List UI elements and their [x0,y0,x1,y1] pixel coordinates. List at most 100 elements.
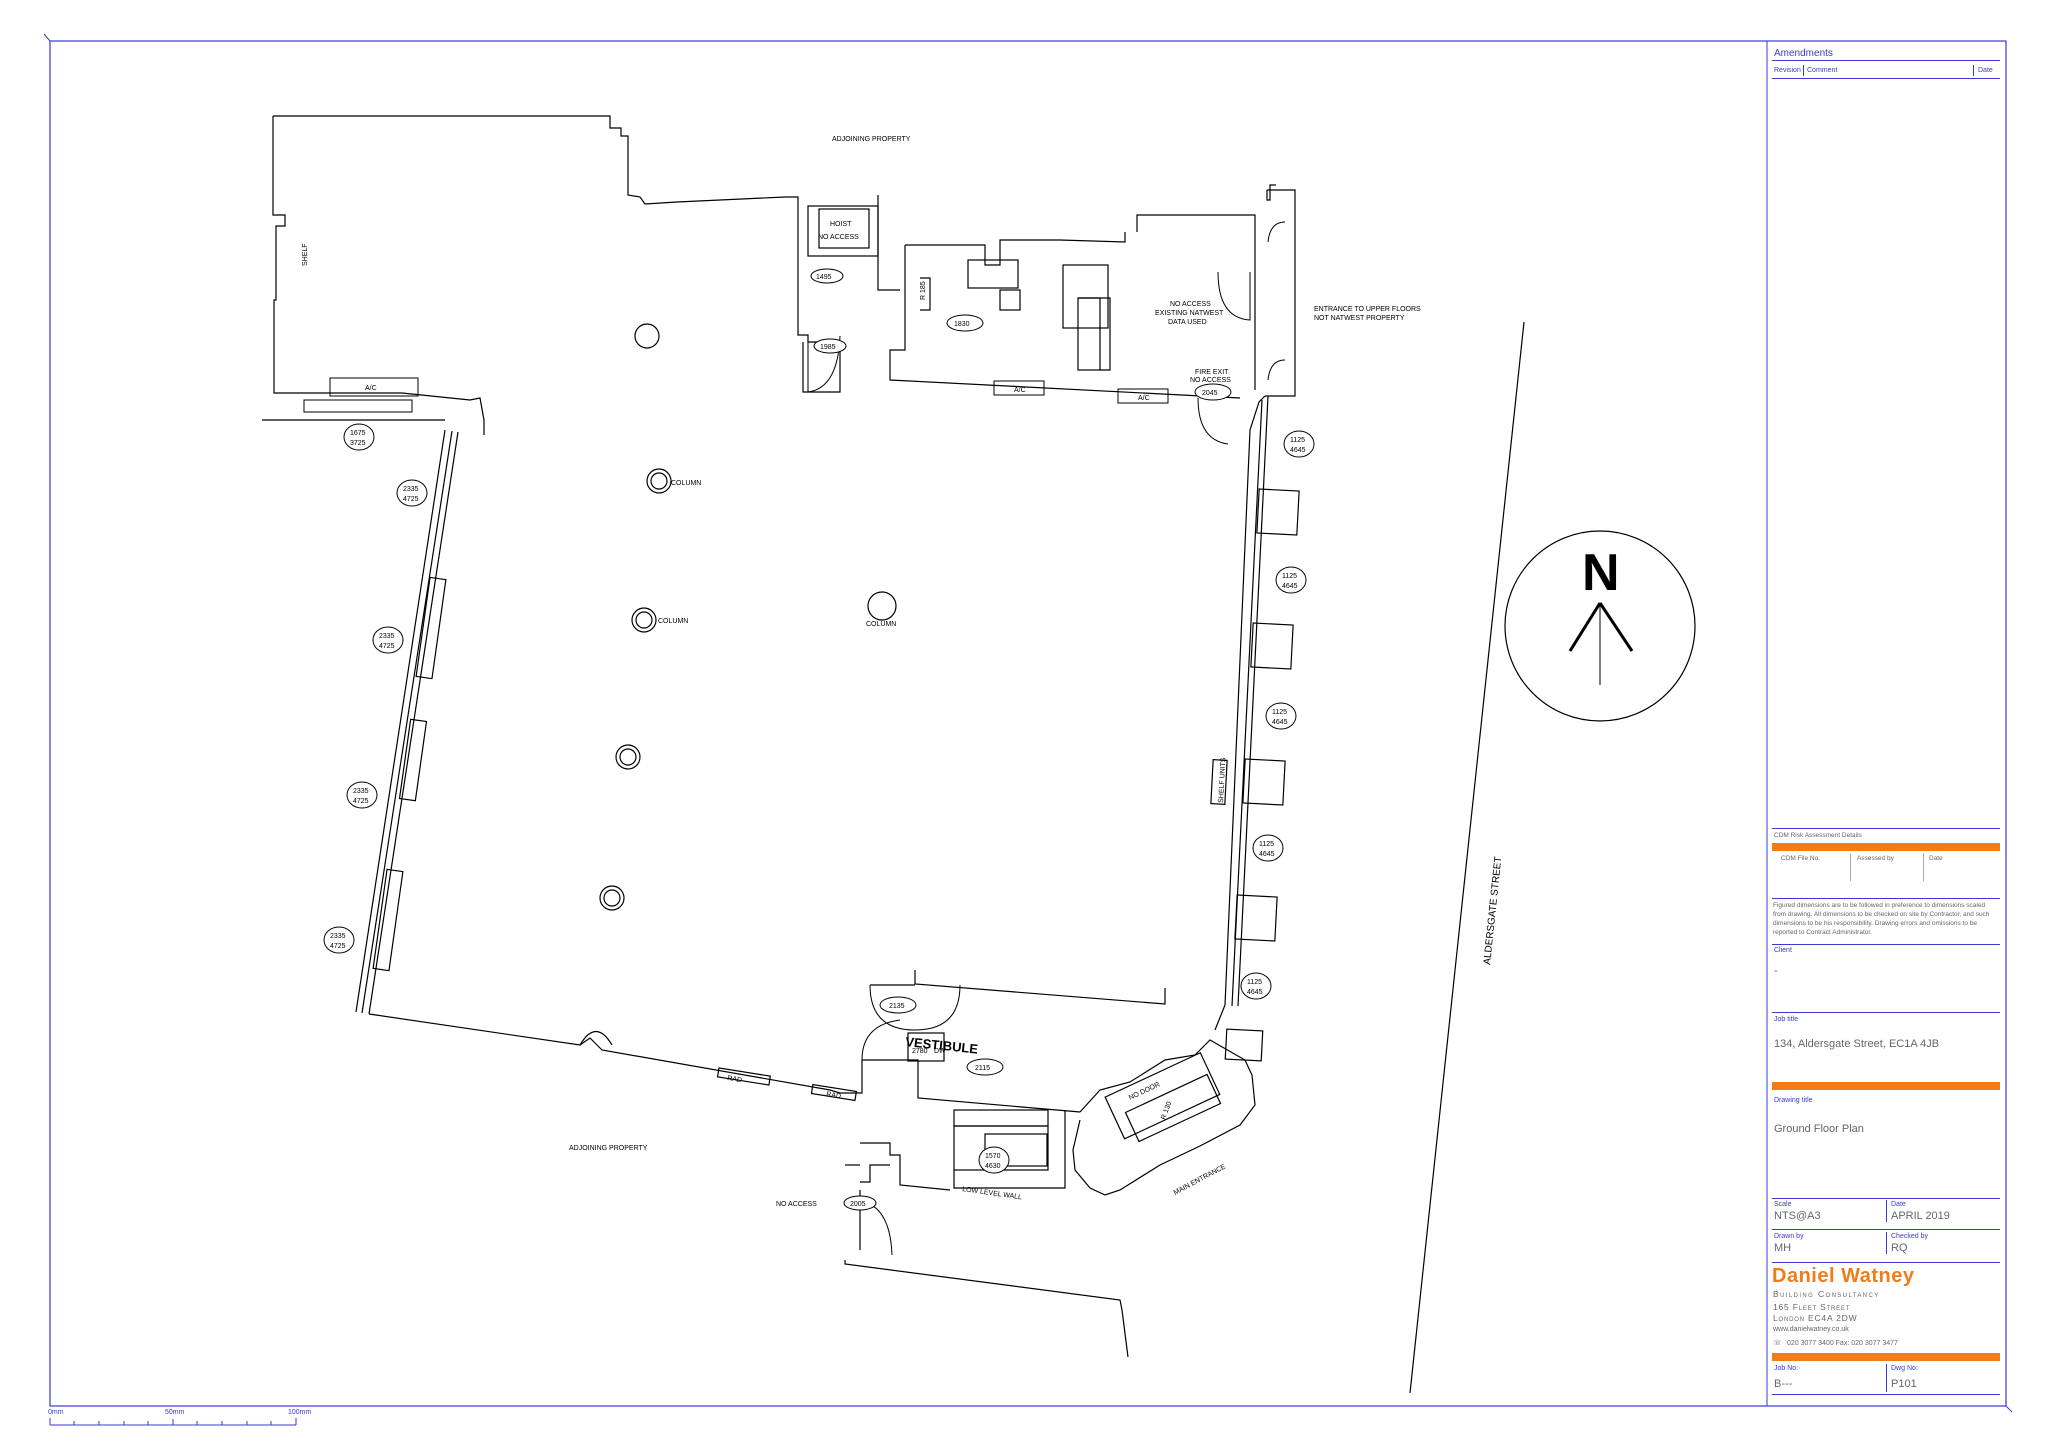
dim-window-left-2a: 2335 [403,486,419,493]
phone-icon: ☏ [1773,1340,1782,1347]
label-column-2: COLUMN [658,618,688,625]
corner-tick [2005,1405,2013,1413]
cdm-bottom-rule [1772,898,2000,899]
cdm-accent-bar [1772,843,2000,851]
assessed-by-label: Assessed by [1857,855,1894,862]
dimensions-note: Figured dimensions are to be followed in… [1773,902,1990,936]
drawn-by-label: Drawn by [1774,1233,1804,1240]
scale-value: NTS@A3 [1774,1210,1821,1222]
footer-accent-bar [1772,1353,2000,1361]
client-rule [1772,1012,2000,1013]
dim-window-right-3a: 1125 [1272,709,1287,716]
job-title-label: Job title [1774,1016,1799,1023]
job-no-label: Job No: [1774,1365,1799,1372]
dim-window-left-5b: 4725 [330,943,346,950]
label-no-access: NO ACCESS [1170,301,1211,308]
label-data-used: DATA USED [1168,319,1207,326]
label-main-entrance: MAIN ENTRANCE [1173,1163,1228,1197]
amendments-rule [1772,78,2000,79]
dim-window-left-3b: 4725 [379,643,395,650]
dim-window-left-2b: 4725 [403,496,419,503]
label-entrance-upper: ENTRANCE TO UPPER FLOORS [1314,306,1421,313]
dim-window-left-3a: 2335 [379,633,395,640]
dim-2135: 2135 [889,1003,905,1010]
date-label: Date [1891,1201,1906,1208]
scale-divider [1886,1200,1887,1222]
cdm-heading: CDM Risk Assessment Details [1774,832,1862,839]
label-rad-1: RAD [727,1075,743,1084]
date-column: Date [1978,67,1993,74]
column-rule [1973,65,1974,76]
cdm-file-label: CDM File No. [1781,855,1821,862]
building-walls [262,115,1300,1358]
dim-window-right-4b: 4645 [1259,851,1275,858]
checked-by-value: RQ [1891,1242,1908,1254]
company-address-1: 165 Fleet Street [1773,1302,1851,1312]
dim-fire-exit: 2045 [1202,390,1218,397]
column-rule [1803,65,1804,76]
dim-window-right-5b: 4645 [1247,989,1263,996]
drawing-title-value: Ground Floor Plan [1774,1123,1864,1135]
dimension-tags [323,268,1315,1211]
company-website[interactable]: www.danielwatney.co.uk [1773,1326,1849,1333]
dim-window-left-4a: 2335 [353,788,369,795]
label-rad-2: RAD [826,1091,842,1100]
dim-window-left-4b: 4725 [353,798,369,805]
label-shelf-units: SHELF UNITS [1218,757,1227,803]
label-adjoining-bottom: ADJOINING PROPERTY [569,1145,648,1152]
comment-column: Comment [1807,67,1838,74]
scale-label: Scale [1774,1201,1792,1208]
company-tagline: Building Consultancy [1773,1289,1880,1299]
dim-window-right-5a: 1125 [1247,979,1262,986]
label-hoist-no-access: NO ACCESS [818,234,859,241]
dim-window-right-3b: 4645 [1272,719,1288,726]
job-no-value: B--- [1774,1378,1793,1390]
job-divider [1886,1364,1887,1392]
company-address-2: London EC4A 2DW [1773,1313,1858,1323]
street-kerb-line [1409,321,1525,1394]
drawing-title-label: Drawing title [1774,1097,1813,1104]
label-shelf: SHELF [302,243,309,266]
label-no-access-bottom: NO ACCESS [776,1201,817,1208]
dim-window-left-1a: 1675 [350,430,366,437]
dim-window-right-1b: 4645 [1290,447,1306,454]
corner-tick [43,33,51,42]
client-value: - [1774,965,1778,977]
drawn-by-value: MH [1774,1242,1792,1254]
amendments-rule [1772,60,2000,61]
scale-label-50: 50mm [165,1409,185,1416]
dim-2005: 2005 [850,1201,866,1208]
label-aldersgate-street: ALDERSGATE STREET [1482,856,1504,965]
company-logo: Daniel Watney [1772,1265,1915,1287]
label-fire-exit-no-access: NO ACCESS [1190,377,1231,384]
dim-window-right-1a: 1125 [1290,437,1305,444]
dim-window-right-2b: 4645 [1282,583,1298,590]
dim-1495: 1495 [816,274,832,281]
checked-by-label: Checked by [1891,1233,1928,1240]
label-fire-exit: FIRE EXIT [1195,369,1229,376]
scale-bar [49,1418,297,1426]
label-existing-natwest: EXISTING NATWEST [1155,310,1224,317]
drawn-divider [1886,1232,1887,1254]
label-column-3: COLUMN [866,621,896,628]
dim-4630: 4630 [985,1163,1001,1170]
dwg-no-value: P101 [1891,1378,1917,1390]
label-ac-2: A/C [1014,387,1026,394]
drawing-rule [1772,1198,2000,1199]
company-phone: 020 3077 3400 Fax: 020 3077 3477 [1787,1340,1898,1347]
sheet-border [49,40,2007,1407]
dim-window-right-2a: 1125 [1282,573,1297,580]
plan-labels: ADJOINING PROPERTY ADJOINING PROPERTY HO… [302,136,1421,1208]
scale-rule [1772,1229,2000,1230]
dim-1985: 1985 [820,344,836,351]
job-title-value: 134, Aldersgate Street, EC1A 4JB [1774,1038,1940,1050]
label-not-natwest: NOT NATWEST PROPERTY [1314,315,1405,322]
north-label: N [1582,544,1620,602]
cdm-column-rule [1923,853,1924,881]
job-accent-bar [1772,1082,2000,1090]
dim-1570: 1570 [985,1153,1001,1160]
client-label: Client [1774,947,1792,954]
scale-label-100: 100mm [288,1409,312,1416]
label-adjoining-top: ADJOINING PROPERTY [832,136,911,143]
